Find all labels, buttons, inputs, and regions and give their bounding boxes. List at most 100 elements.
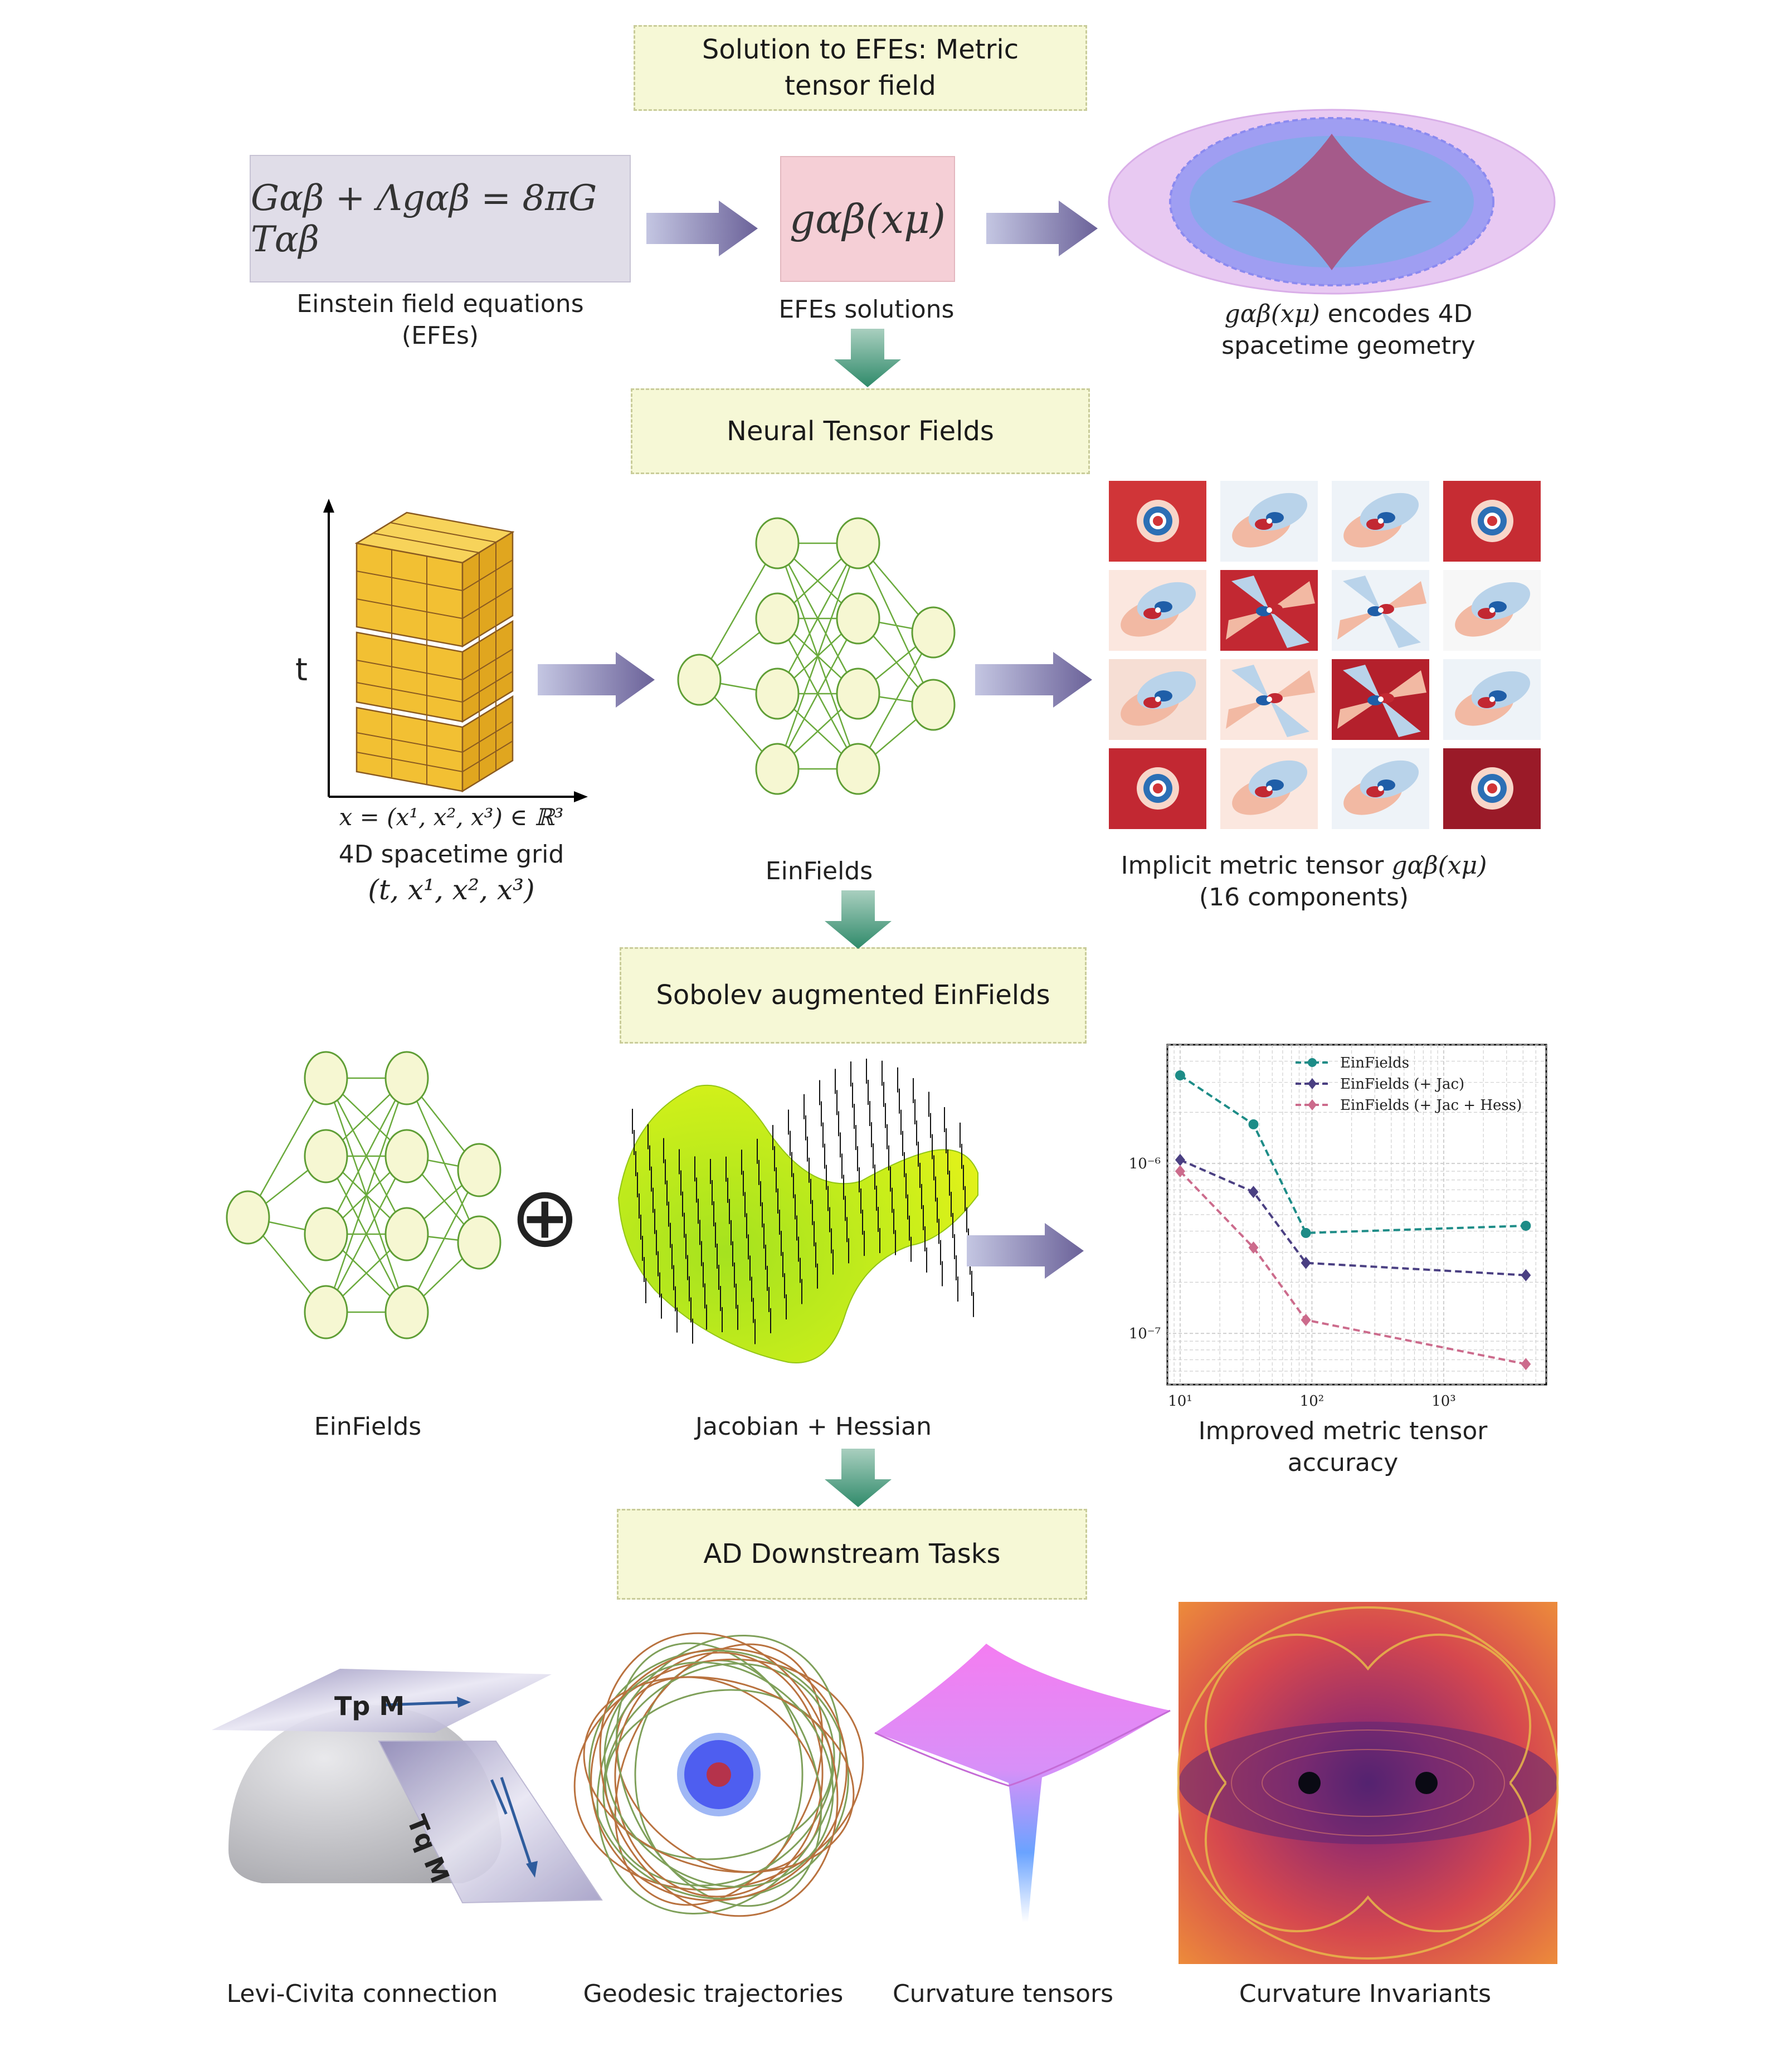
tp-label: Tp M [334,1691,405,1721]
series-line [1180,1158,1526,1276]
geometry-caption-line2: spacetime geometry [1221,332,1476,360]
tensor-caption: Curvature tensors [892,1980,1114,2008]
stage-downstream: AD Downstream Tasks [617,1509,1087,1600]
geodesic-orbit [603,1661,834,1888]
efe-caption-line1: Einstein field equations [296,290,584,318]
network-node [755,743,800,795]
stage-neural-tensor-fields: Neural Tensor Fields [631,388,1090,474]
levi-civita-figure [212,1669,603,1904]
geodesic-orbit [583,1676,855,1873]
network-node [457,1215,501,1270]
stage-solution-label: Solution to EFEs: Metric tensor field [702,34,1019,101]
space-label: x = (x¹, x², x³) ∈ ℝ³ [339,803,564,831]
network-node [836,667,880,720]
einfields-network-2 [226,1051,501,1339]
series-line [1179,1074,1526,1234]
metric-component-heatmap [1443,659,1541,740]
data-point [1301,1314,1311,1327]
metric-component-heatmap [1332,659,1429,740]
data-point [1248,1186,1259,1198]
metric-component-heatmap [1109,481,1206,562]
geodesic-orbit [614,1643,824,1906]
stage-sobolev-label: Sobolev augmented EinFields [656,980,1050,1011]
arrow-surface-to-chart [967,1223,1084,1279]
data-point [1301,1227,1311,1238]
legend-label: EinFields [1340,1055,1409,1071]
y-tick-label: 10⁻⁷ [1129,1326,1161,1342]
network-node [836,743,880,795]
data-point [1175,1070,1185,1081]
metric-caption-head: Implicit metric tensor [1121,851,1392,880]
down-arrow-2 [825,890,892,949]
down-arrow-3 [825,1449,892,1507]
network-edge [247,1078,327,1218]
arrow-solution-to-geometry [986,201,1098,256]
jacobian-hessian-surface [617,1059,978,1363]
axis-t-label: t [295,652,308,688]
solution-box: gαβ(xμ) [780,156,955,282]
network-node [457,1143,501,1197]
metric-component-heatmap [1109,748,1206,829]
solution-symbol: gαβ(xμ) [790,196,946,242]
stage-downstream-label: AD Downstream Tasks [703,1538,1001,1570]
metric-component-heatmap [1443,570,1541,651]
data-point [1521,1358,1531,1371]
metric-caption-line2: (16 components) [1199,883,1409,912]
geodesic-orbit [596,1634,841,1915]
metric-caption: Implicit metric tensor gαβ(xμ) (16 compo… [1103,850,1504,913]
legend-label: EinFields (+ Jac) [1340,1076,1464,1093]
metric-component-heatmap [1220,659,1318,740]
efe-caption: Einstein field equations (EFEs) [240,288,641,352]
arrow-grid-to-network [538,652,655,708]
network-edge [857,543,934,705]
metric-component-heatmap [1443,748,1541,829]
network-node [304,1285,348,1339]
network-node [304,1051,348,1105]
network-edge [776,543,859,769]
network-edge [325,1078,408,1313]
chart-caption-line2: accuracy [1287,1449,1399,1478]
einfields-caption-2: EinFields [314,1412,422,1441]
network-node [384,1285,429,1339]
network-node [911,679,956,731]
metric-component-heatmap [1443,481,1541,562]
network-node [836,517,880,569]
legend-marker [1308,1058,1317,1067]
data-point [1301,1256,1311,1269]
data-point [1175,1165,1185,1178]
network-node [755,592,800,645]
chart-caption: Improved metric tensor accuracy [1114,1415,1571,1479]
network-edge [406,1170,480,1313]
efe-equation-box: Gαβ + Λgαβ = 8πG Tαβ [250,155,631,282]
network-edge [776,618,859,769]
einfields-caption-1: EinFields [765,857,873,885]
spacetime-geometry-blob [1108,109,1556,295]
metric-component-grid [1109,481,1543,829]
chart-caption-line1: Improved metric tensor [1198,1417,1488,1445]
network-edge [325,1078,408,1235]
geodesic-orbit [614,1651,824,1898]
metric-component-heatmap [1109,570,1206,651]
network-node [836,592,880,645]
einfields-network-1 [677,517,956,795]
surface-caption: Jacobian + Hessian [695,1412,932,1441]
curvature-invariant-figure [1177,1602,1559,1964]
network-edge [325,1156,408,1313]
network-node [304,1129,348,1183]
network-node [384,1207,429,1261]
metric-component-heatmap [1220,570,1318,651]
data-point [1248,1119,1259,1129]
network-edge [857,632,934,769]
legend-marker [1308,1099,1317,1110]
geodesic-orbit [616,1642,822,1907]
geodesic-orbit [573,1658,864,1891]
levi-caption: Levi-Civita connection [226,1980,498,2008]
geometry-caption-tail: encodes 4D [1319,300,1473,328]
oplus-symbol: ⊕ [510,1169,580,1266]
grid-coords: (t, x¹, x², x³) [368,874,535,906]
geodesic-orbit [599,1632,839,1917]
geodesic-orbit [602,1663,835,1887]
network-node [911,606,956,659]
stage-solution: Solution to EFEs: Metric tensor field [634,25,1087,111]
